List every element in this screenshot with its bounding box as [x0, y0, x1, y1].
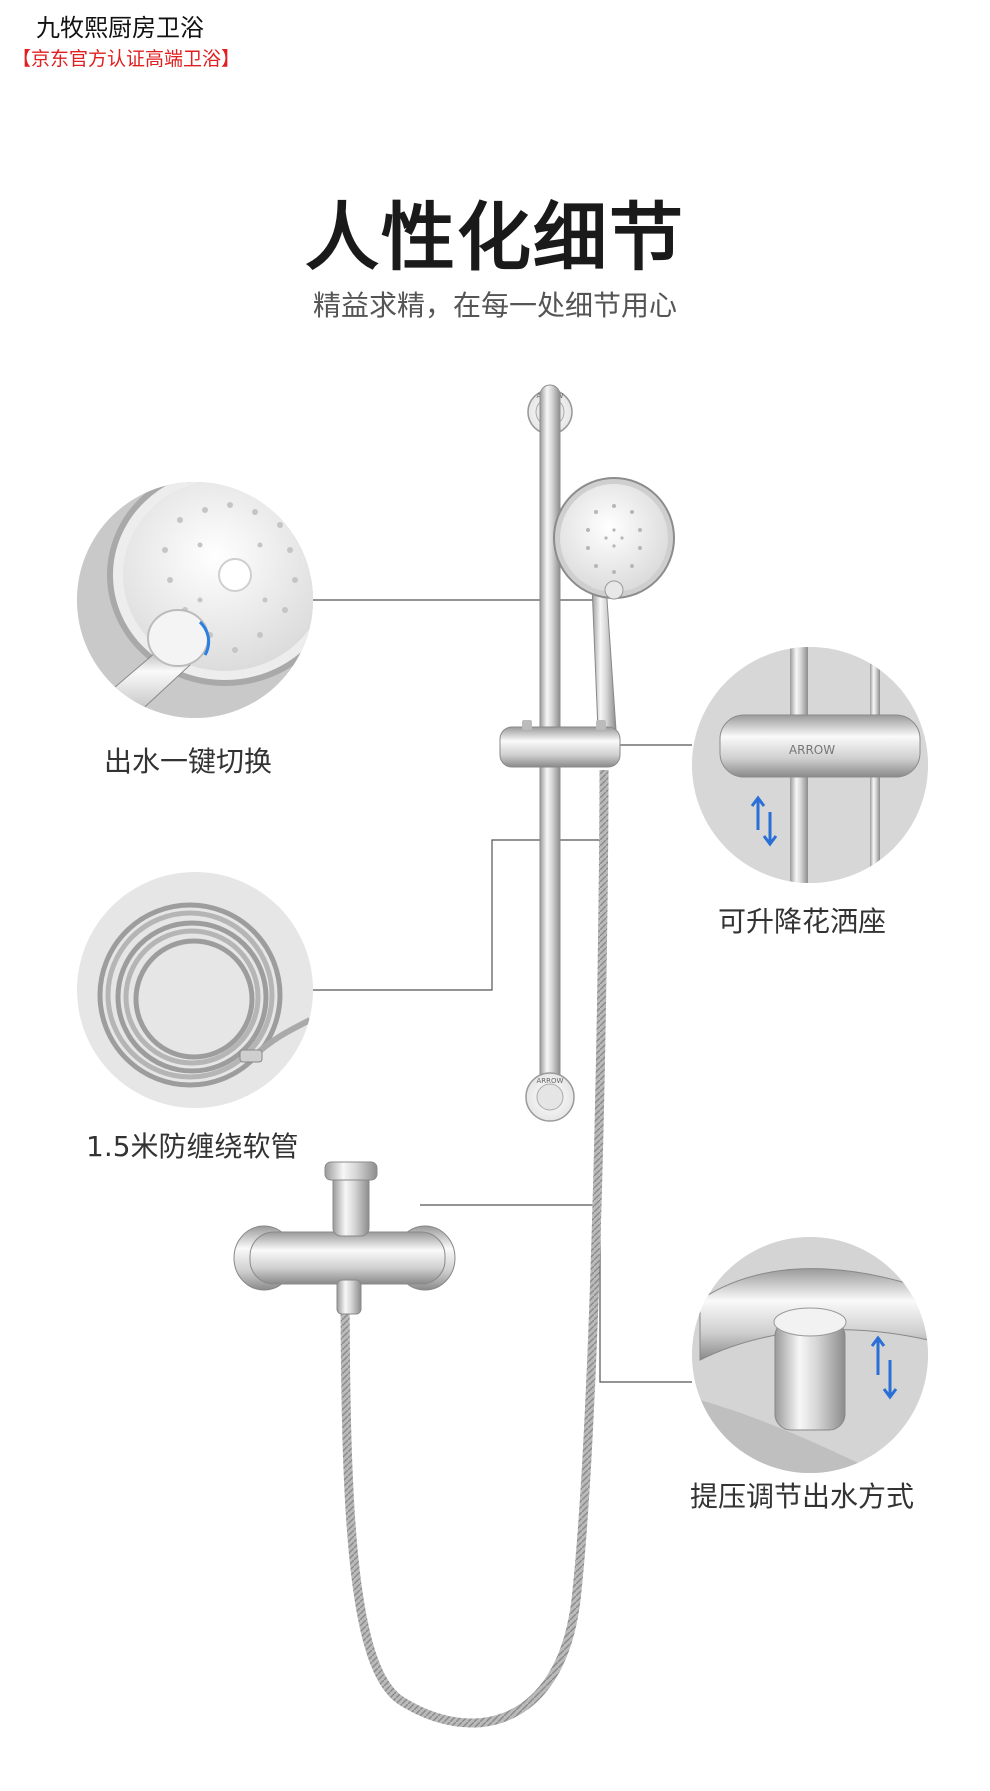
diverter-knob-icon — [692, 1237, 928, 1473]
feature-label-spray-switch: 出水一键切换 — [104, 745, 273, 778]
mixer-valve — [233, 1161, 456, 1315]
section-subtitle: 精益求精，在每一处细节用心 — [312, 289, 677, 322]
sliding-holder — [499, 720, 621, 768]
shower-hose — [340, 769, 609, 1728]
feature-label-anti-tangle-hose: 1.5米防缠绕软管 — [86, 1130, 299, 1163]
store-certification-badge: 【京东官方认证高端卫浴】 — [12, 48, 241, 70]
section-title: 人性化细节 — [305, 195, 685, 281]
sliding-holder-icon: ARROW — [692, 647, 928, 883]
coiled-hose-icon — [77, 872, 313, 1108]
brand-mark-holder: ARROW — [789, 743, 835, 757]
feature-label-adjustable-holder: 可升降花洒座 — [718, 905, 887, 938]
brand-mark-bottom: ARROW — [537, 1077, 564, 1085]
store-name[interactable]: 九牧熙厨房卫浴 — [36, 14, 204, 42]
spray-mode-button-icon — [77, 482, 313, 718]
shower-head — [553, 477, 675, 731]
feature-label-diverter-knob: 提压调节出水方式 — [690, 1480, 915, 1513]
